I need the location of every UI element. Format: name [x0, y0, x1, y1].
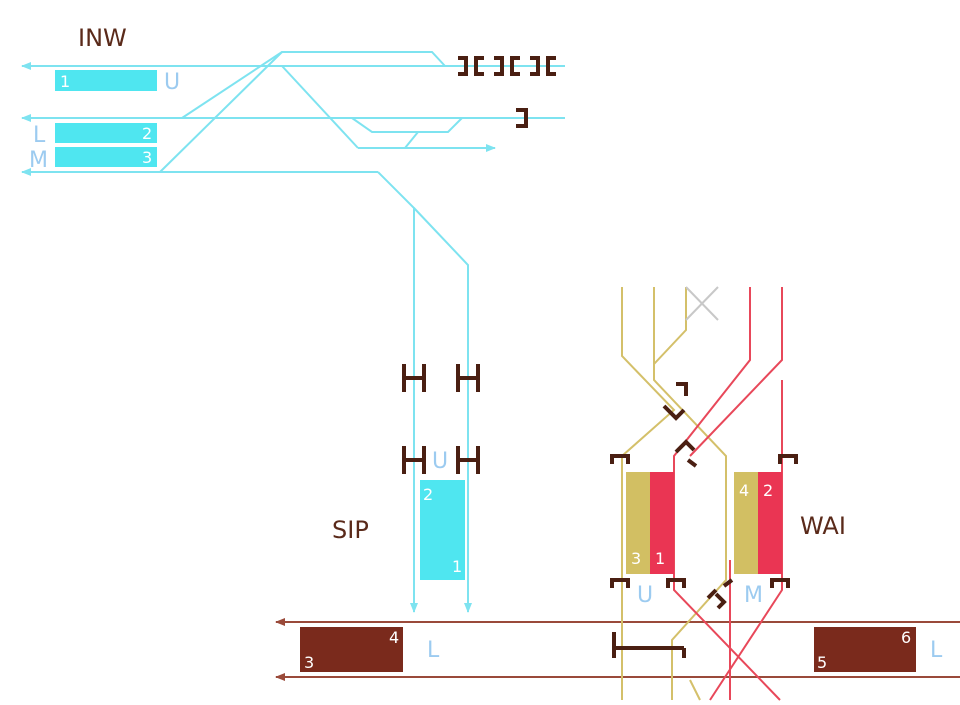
wai-gold-track-5: [689, 679, 701, 701]
inw-platform-1-number: 1: [60, 72, 70, 91]
signal-icon: [610, 454, 630, 464]
wai-gold-track-2: [653, 287, 687, 367]
wai-grey-track-2: [685, 286, 719, 321]
wai-platform-4: [734, 472, 758, 574]
wai-red-track-1: [673, 287, 781, 701]
signal-icon: [458, 56, 468, 76]
inw-signals: [458, 56, 556, 128]
bottom-platform-right: [814, 627, 916, 672]
signal-icon: [456, 364, 480, 392]
wai-station-name: WAI: [800, 512, 846, 540]
signal-icon: [610, 578, 630, 588]
wai-red-track-2: [689, 287, 783, 457]
inw-platform-2: [55, 123, 157, 143]
signal-icon: [674, 439, 698, 468]
inw-tracks: [21, 51, 565, 613]
sip-platform-1-number: 1: [452, 557, 462, 576]
signal-icon: [516, 108, 528, 128]
wai-platform-2-number: 2: [763, 481, 773, 500]
sip-signals: [402, 364, 480, 474]
signal-icon: [494, 56, 504, 76]
inw-station-name: INW: [78, 24, 127, 52]
wai-platform-1: [650, 472, 674, 574]
inw-platform-3-number: 3: [142, 148, 152, 167]
sip-line-left: [377, 171, 418, 613]
sip-platform-2-number: 2: [423, 485, 433, 504]
inw-crossover-b: [181, 51, 283, 119]
wai-platform-4-number: 4: [739, 481, 749, 500]
signal-icon: [770, 578, 790, 588]
sip-platform: [420, 480, 465, 580]
bottom-platform-6-number: 6: [901, 628, 911, 647]
inw-platform-2-number: 2: [142, 124, 152, 143]
sip-line-right: [413, 207, 472, 613]
signal-icon: [612, 632, 686, 658]
sip-station-name: SIP: [332, 516, 369, 544]
signal-icon: [778, 454, 798, 464]
signal-icon: [546, 56, 556, 76]
sip-track-u-label: U: [432, 449, 448, 474]
inw-platform-1: [55, 70, 157, 91]
wai-station-area: WAI 4 2 3 1 U M: [610, 286, 846, 701]
signal-icon: [474, 56, 484, 76]
sip-station-area: SIP 2 1 U: [332, 364, 480, 580]
inw-platform-3: [55, 147, 157, 167]
inw-station-area: INW 1 U 2 L 3 M: [21, 24, 565, 613]
inw-loop-link: [404, 131, 419, 149]
signal-icon: [530, 56, 540, 76]
bottom-line-area: 4 3 L 6 5 L: [275, 618, 960, 681]
bottom-platform-left: [300, 627, 403, 672]
wai-grey-lines: [685, 286, 719, 420]
inw-track-l-label: L: [33, 123, 46, 148]
wai-platform-2: [758, 472, 782, 574]
wai-platform-1-number: 1: [655, 549, 665, 568]
bottom-platform-4-number: 4: [389, 628, 399, 647]
signal-icon: [706, 578, 734, 610]
inw-crossover-a: [159, 51, 446, 173]
signal-icon: [666, 578, 686, 588]
inw-track-u-label: U: [164, 70, 180, 95]
signal-icon: [456, 446, 480, 474]
bottom-track-l-label-left: L: [427, 638, 440, 663]
signal-icon: [402, 446, 426, 474]
wai-track-m-label: M: [744, 583, 763, 608]
signal-icon: [662, 382, 688, 421]
wai-signals: [610, 382, 798, 658]
bottom-platform-3-number: 3: [304, 653, 314, 672]
bottom-platform-5-number: 5: [817, 653, 827, 672]
bottom-track-l-label-right: L: [930, 638, 943, 663]
inw-loop: [351, 117, 463, 133]
wai-platform-3: [626, 472, 650, 574]
wai-track-u-label: U: [637, 583, 653, 608]
wai-gold-track-1: [621, 287, 676, 620]
wai-platform-3-number: 3: [631, 549, 641, 568]
inw-crossover-c: [281, 65, 359, 149]
signal-icon: [510, 56, 520, 76]
signal-icon: [402, 364, 426, 392]
inw-track-m-label: M: [29, 148, 48, 173]
